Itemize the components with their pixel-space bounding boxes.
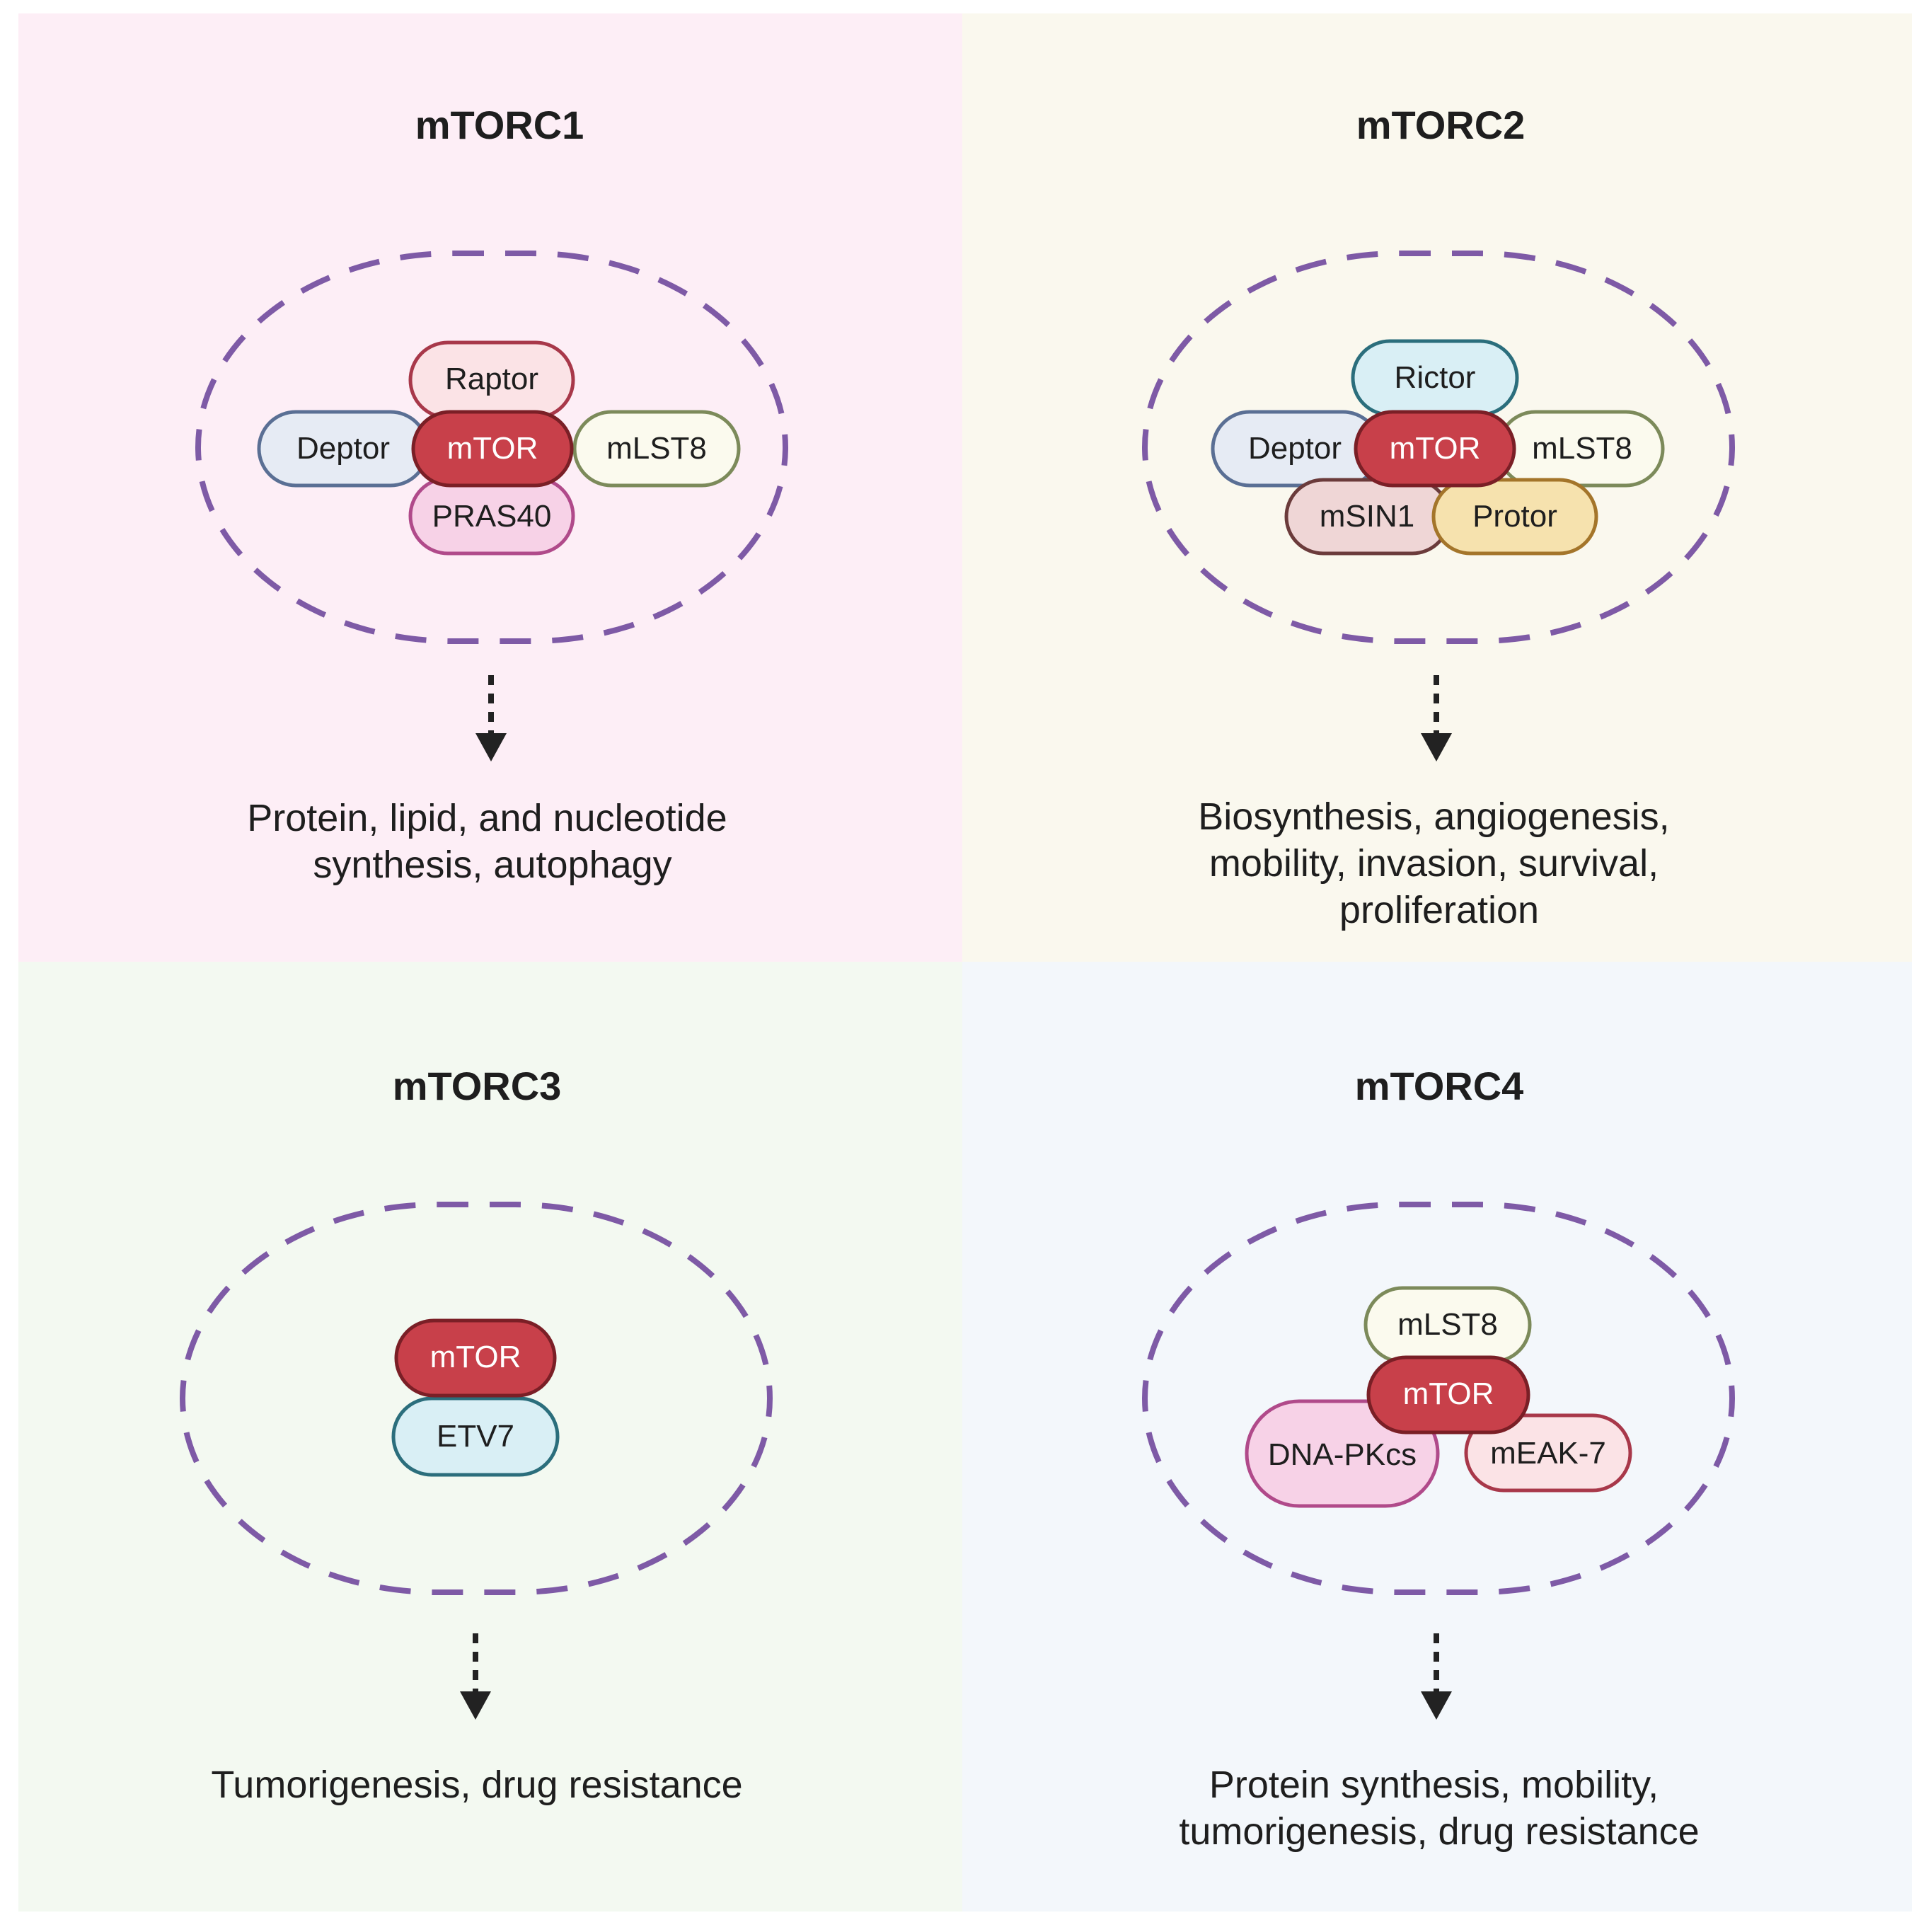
protein-pill-mtor: mTOR (411, 410, 574, 488)
protein-pill-mtor: mTOR (394, 1318, 557, 1398)
protein-label: mLST8 (1532, 431, 1632, 466)
protein-pill-mtor: mTOR (1366, 1355, 1530, 1434)
outcome-line: Tumorigenesis, drug resistance (211, 1764, 742, 1806)
protein-pill-etv7: ETV7 (391, 1396, 560, 1477)
complex-boundary (180, 1202, 773, 1595)
protein-pill-msin1: mSIN1 (1284, 478, 1451, 556)
protein-label: DNA-PKcs (1268, 1437, 1417, 1472)
outcome-line: Protein synthesis, mobility, (1209, 1764, 1659, 1806)
panel-title-mtorc4: mTORC4 (1355, 1064, 1524, 1108)
protein-label: mEAK-7 (1490, 1436, 1606, 1471)
dotted-arrow (460, 1633, 491, 1720)
protein-pill-rictor: Rictor (1351, 339, 1519, 417)
protein-label: Protor (1472, 499, 1557, 534)
complex-boundary (1142, 1202, 1735, 1595)
protein-label: mTOR (1390, 431, 1481, 466)
protein-label: mTOR (430, 1340, 521, 1374)
outcome-text-mtorc3: Tumorigenesis, drug resistance (211, 1764, 742, 1806)
protein-pill-raptor: Raptor (408, 340, 575, 420)
protein-label: mSIN1 (1320, 499, 1414, 534)
protein-label: Raptor (445, 362, 538, 396)
protein-label: Rictor (1395, 360, 1476, 395)
complex-boundary (195, 251, 788, 644)
protein-pill-mtor: mTOR (1354, 410, 1516, 488)
protein-label: mTOR (1403, 1376, 1494, 1411)
outcome-line: tumorigenesis, drug resistance (1179, 1810, 1699, 1853)
outcome-line: synthesis, autophagy (313, 844, 671, 886)
outcome-line: proliferation (1339, 889, 1539, 931)
protein-pill-meak-7: mEAK-7 (1464, 1413, 1632, 1493)
panel-title-mtorc2: mTORC2 (1356, 103, 1526, 147)
outcome-text-mtorc1: Protein, lipid, and nucleotide synthesis… (247, 797, 737, 886)
protein-label: mLST8 (1397, 1307, 1498, 1342)
protein-label: mLST8 (606, 431, 707, 466)
outcome-line: Protein, lipid, and nucleotide (247, 797, 727, 839)
protein-pill-pras40: PRAS40 (408, 476, 575, 556)
outcome-line: mobility, invasion, survival, (1209, 842, 1659, 885)
protein-pill-mlst8: mLST8 (1363, 1286, 1532, 1364)
dotted-arrow (1421, 1633, 1452, 1720)
protein-label: PRAS40 (432, 499, 552, 534)
protein-pill-mlst8: mLST8 (1497, 410, 1665, 488)
protein-label: Deptor (296, 431, 390, 466)
complex-boundary (1142, 251, 1735, 644)
protein-pill-deptor: Deptor (257, 410, 429, 488)
protein-label: mTOR (447, 431, 538, 466)
panel-mtorc4 (962, 962, 1912, 1911)
protein-pill-protor: Protor (1431, 478, 1598, 556)
protein-pill-mlst8: mLST8 (572, 410, 741, 488)
panel-title-mtorc1: mTORC1 (415, 103, 584, 147)
panel-title-mtorc3: mTORC3 (393, 1064, 562, 1108)
protein-label: ETV7 (437, 1419, 514, 1454)
protein-label: Deptor (1248, 431, 1342, 466)
dotted-arrow (475, 675, 507, 761)
dotted-arrow (1421, 675, 1452, 761)
outcome-line: Biosynthesis, angiogenesis, (1198, 795, 1669, 838)
outcome-text-mtorc4: Protein synthesis, mobility, tumorigenes… (1179, 1764, 1699, 1853)
outcome-text-mtorc2: Biosynthesis, angiogenesis, mobility, in… (1198, 795, 1680, 931)
protein-pill-deptor: Deptor (1211, 410, 1382, 488)
